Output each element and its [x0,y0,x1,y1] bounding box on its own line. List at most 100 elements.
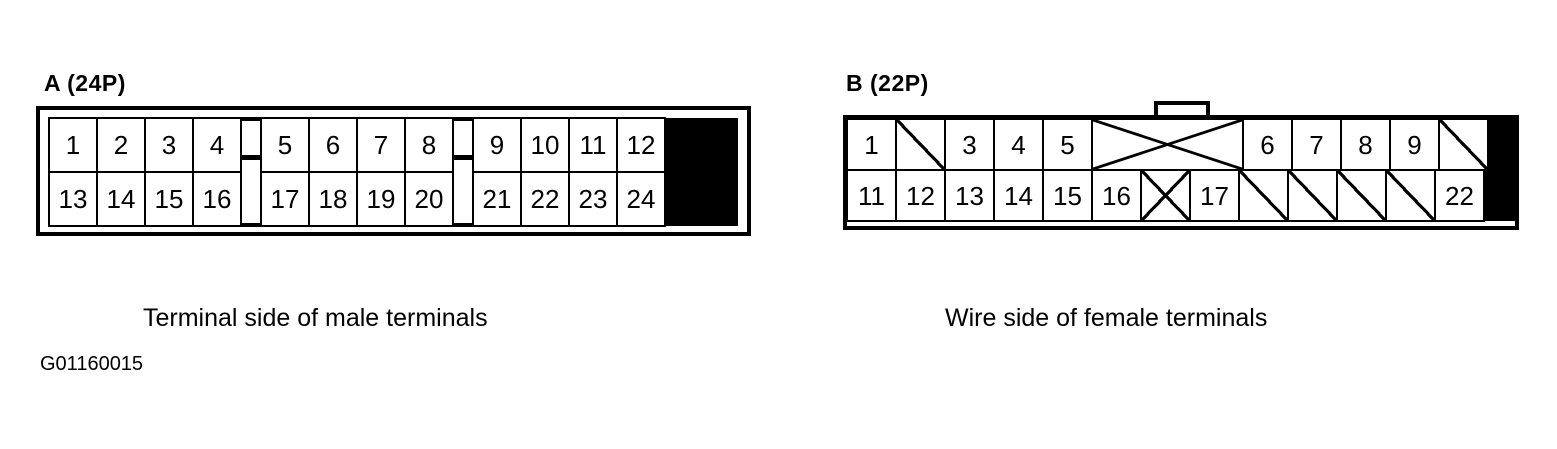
pin-number: 4 [1011,129,1026,160]
blank-cell-crossed-wide [1091,118,1244,171]
blank-cell-diagonal [1287,169,1338,222]
pin-cell-12: 12 [616,117,666,173]
pin-number: 7 [1309,129,1324,160]
blank-cell-diagonal [1385,169,1436,222]
pin-cell-7: 7 [1291,118,1342,171]
pin-number: 3 [962,129,977,160]
pin-cell-9: 9 [1389,118,1440,171]
connector-a-label: A (24P) [44,70,126,96]
connector-key-slot [240,171,262,227]
pin-cell-8: 8 [1340,118,1391,171]
pin-cell-7: 7 [356,117,406,173]
connector-b-latch-tab [1154,101,1210,118]
pin-number: 10 [530,130,560,160]
pin-cell-21: 21 [472,171,522,227]
pin-cell-15: 15 [144,171,194,227]
pin-number: 14 [1004,180,1033,211]
pin-number: 1 [864,129,879,160]
pin-cell-22: 22 [520,171,570,227]
pin-number: 17 [1200,180,1229,211]
pin-number: 5 [1060,129,1075,160]
pin-number: 1 [65,130,81,160]
pin-cell-20: 20 [404,171,454,227]
pin-cell-1: 1 [846,118,897,171]
pin-cell-14: 14 [96,171,146,227]
blank-cell-crossed [1140,169,1191,222]
pin-cell-19: 19 [356,171,406,227]
pin-number: 22 [530,184,560,214]
blank-cell-diagonal [1238,169,1289,222]
pin-number: 21 [482,184,512,214]
pin-row: 11 12 13 14 15 16 17 22 [846,169,1515,222]
pin-cell-8: 8 [404,117,454,173]
pin-cell-16: 16 [192,171,242,227]
pin-number: 9 [489,130,505,160]
pin-number: 6 [1260,129,1275,160]
pin-cell-23: 23 [568,171,618,227]
pin-number: 17 [270,184,300,214]
pin-number: 15 [154,184,184,214]
pin-cell-16: 16 [1091,169,1142,222]
pin-number: 11 [579,130,607,160]
connector-key-slot [452,117,474,178]
pin-cell-18: 18 [308,171,358,227]
blank-cell-diagonal [895,118,946,171]
pin-cell-6: 6 [308,117,358,173]
connector-key-slot [452,171,474,227]
pin-number: 13 [955,180,984,211]
pin-cell-4: 4 [993,118,1044,171]
pin-number: 7 [373,130,389,160]
pin-cell-12: 12 [895,169,946,222]
pin-cell-13: 13 [48,171,98,227]
connector-key-slot [240,117,262,178]
pin-cell-3: 3 [944,118,995,171]
pin-cell-2: 2 [96,117,146,173]
pin-cell-9: 9 [472,117,522,173]
pin-number: 15 [1053,180,1082,211]
pin-row: 13 14 15 16 17 18 19 20 21 22 23 24 [48,171,738,227]
pin-number: 19 [366,184,396,214]
pin-number: 20 [414,184,444,214]
pin-cell-22: 22 [1434,169,1485,222]
pin-cell-1: 1 [48,117,98,173]
pin-cell-5: 5 [1042,118,1093,171]
pin-cell-5: 5 [260,117,310,173]
pin-cell-17: 17 [1189,169,1240,222]
pin-number: 12 [626,130,656,160]
pin-cell-11: 11 [568,117,618,173]
pin-number: 14 [106,184,136,214]
figure-code: G01160015 [40,353,144,375]
pin-number: 6 [325,130,341,160]
pin-number: 18 [318,184,348,214]
pin-cell-11: 11 [846,169,897,222]
pin-number: 16 [1102,180,1131,211]
pin-number: 3 [161,130,177,160]
pin-cell-10: 10 [520,117,570,173]
pin-number: 2 [113,130,129,160]
blank-cell-diagonal [1336,169,1387,222]
pin-cell-15: 15 [1042,169,1093,222]
pin-row: 1 3 4 5 6 7 8 9 [846,118,1515,171]
pin-cell-13: 13 [944,169,995,222]
pin-cell-4: 4 [192,117,242,173]
pin-cell-3: 3 [144,117,194,173]
pin-number: 4 [209,130,225,160]
pin-number: 8 [421,130,437,160]
pin-number: 5 [277,130,293,160]
pin-cell-14: 14 [993,169,1044,222]
pin-number: 9 [1407,129,1422,160]
pin-number: 11 [858,180,885,211]
pin-number: 8 [1358,129,1373,160]
pin-number: 24 [626,184,656,214]
pin-number: 13 [58,184,88,214]
pin-cell-24: 24 [616,171,666,227]
pin-cell-6: 6 [1242,118,1293,171]
pin-number: 22 [1445,180,1474,211]
pin-cell-17: 17 [260,171,310,227]
pin-number: 16 [202,184,232,214]
pin-number: 23 [578,184,608,214]
